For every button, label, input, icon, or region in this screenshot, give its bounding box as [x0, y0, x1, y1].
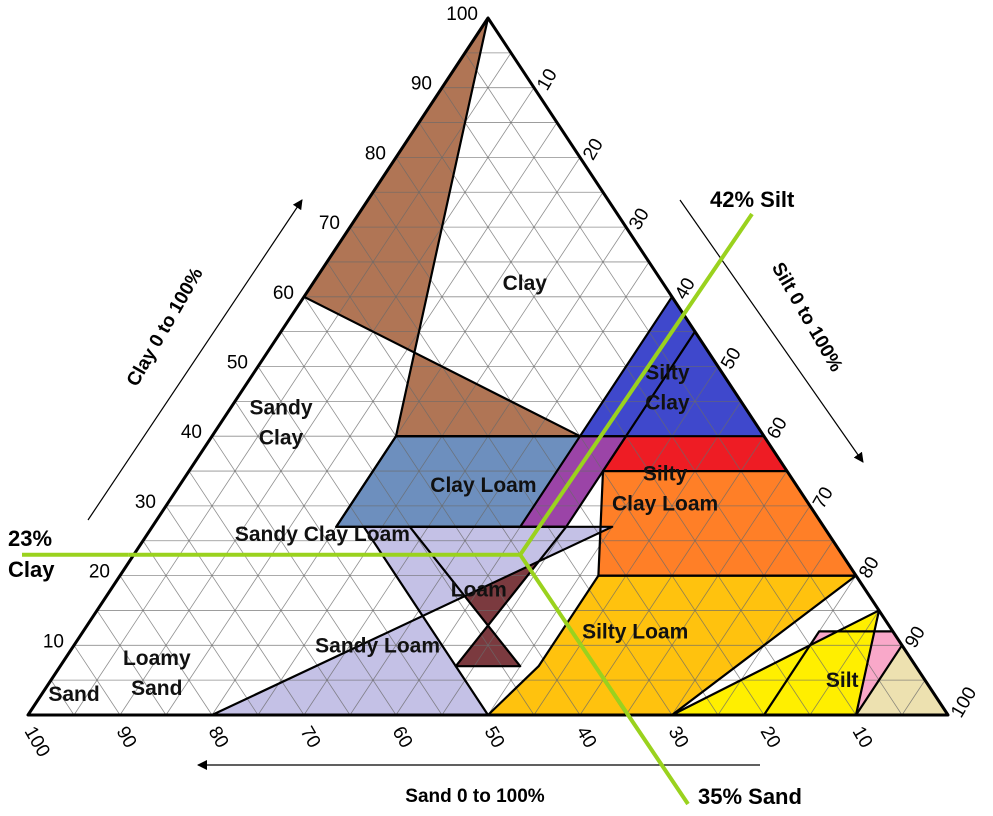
- grid-line-sand: [73, 645, 121, 716]
- region-label-silty-clay-loam: Silty: [643, 462, 688, 485]
- sand-tick-label: 100: [20, 723, 54, 761]
- grid-line-silt: [901, 679, 926, 716]
- example-markers: 23% Clay 42% Silt 35% Sand: [8, 187, 802, 809]
- sand-tick-label: 10: [848, 723, 877, 752]
- grid-line-silt: [257, 192, 604, 716]
- grid-line-silt: [349, 261, 650, 716]
- clay-tick-label: 60: [273, 283, 294, 304]
- grid-line-sand: [50, 679, 75, 716]
- grid-line-silt: [625, 470, 788, 716]
- sand-tick-label: 90: [112, 723, 141, 752]
- clay-tick-label: 100: [446, 4, 478, 25]
- clay-tick-label: 10: [43, 631, 64, 652]
- region-label-sandy-clay: Sandy: [249, 396, 312, 419]
- grid-line-sand: [165, 505, 305, 716]
- region-label-sandy-clay: Clay: [259, 426, 304, 449]
- grid-line-silt: [717, 540, 834, 716]
- sand-tick-label: 80: [204, 723, 233, 752]
- region-label-silty-clay: Silty: [645, 361, 690, 384]
- region-boundary-sandy-loam: [486, 574, 858, 717]
- grid-line-sand: [96, 610, 167, 716]
- grid-line-silt: [809, 610, 880, 716]
- triangle-border: [26, 16, 950, 717]
- silt-tick-label: 60: [763, 414, 792, 443]
- silt-marker-line: [518, 212, 754, 556]
- sand-marker-line: [518, 553, 690, 806]
- clay-tick-label: 50: [227, 353, 248, 374]
- silt-tick-label: 20: [579, 135, 608, 164]
- grid-line-sand: [142, 540, 259, 716]
- region-label-silty-clay: Clay: [645, 391, 690, 414]
- region-label-sandy-clay-loam: Sandy Clay Loam: [235, 523, 410, 546]
- region-boundary-silty-clay-loam: [335, 435, 582, 528]
- silt-tick-label: 10: [533, 65, 562, 94]
- region-label-clay-loam: Clay Loam: [430, 474, 536, 497]
- region-label-loam: Loam: [451, 579, 507, 602]
- silt-tick-label: 70: [809, 484, 838, 513]
- sand-tick-label: 70: [296, 723, 325, 752]
- sand-tick-label: 40: [572, 723, 601, 752]
- clay-marker-label: 23%: [8, 526, 52, 551]
- region-label-sand: Sand: [48, 683, 99, 706]
- grid-line-silt: [73, 52, 512, 716]
- region-label-loamy-sand: Sand: [131, 677, 182, 700]
- grid-line-sand: [211, 435, 397, 716]
- silt-tick-label: 50: [717, 344, 746, 373]
- grid-line-sand: [464, 52, 903, 716]
- sand-tick-label: 30: [664, 723, 693, 752]
- silt-marker-label: 42% Silt: [710, 187, 795, 212]
- sand-tick-label: 50: [480, 723, 509, 752]
- sand-marker-label: 35% Sand: [698, 784, 802, 809]
- grid-line-silt: [487, 366, 719, 716]
- clay-axis-arrow: [87, 199, 303, 521]
- region-label-silty-loam: Silty Loam: [582, 620, 688, 643]
- silt-axis-title: Silt 0 to 100%: [767, 259, 846, 376]
- silt-tick-label: 100: [947, 684, 981, 722]
- silt-axis-arrow: [679, 199, 864, 463]
- clay-tick-label: 70: [319, 213, 340, 234]
- silt-tick-label: 90: [901, 623, 930, 652]
- grid-line-sand: [280, 331, 535, 716]
- grid-line-sand: [234, 401, 443, 716]
- grid-line-silt: [533, 401, 742, 716]
- region-label-silty-clay-loam: Clay Loam: [612, 492, 718, 515]
- sand-tick-label: 20: [756, 723, 785, 752]
- grid-line-silt: [671, 505, 811, 716]
- clay-tick-label: 20: [89, 562, 110, 583]
- grid-line-sand: [188, 470, 351, 716]
- clay-tick-label: 40: [181, 422, 202, 443]
- region-label-clay: Clay: [503, 272, 548, 295]
- clay-tick-label: 80: [365, 143, 386, 164]
- triangle-outline: [26, 16, 950, 717]
- sand-axis-title: Sand 0 to 100%: [405, 786, 544, 807]
- region-label-sandy-loam: Sandy Loam: [315, 634, 440, 657]
- grid-line-sand: [119, 575, 213, 716]
- region-sandy-clay-loam: [598, 471, 856, 576]
- region-label-silt: Silt: [826, 669, 859, 692]
- clay-marker-label: Clay: [8, 557, 55, 582]
- silt-tick-label: 80: [855, 553, 884, 582]
- clay-tick-label: 90: [411, 74, 432, 95]
- region-label-loamy-sand: Loamy: [123, 647, 191, 670]
- clay-tick-label: 30: [135, 492, 156, 513]
- clay-axis-title: Clay 0 to 100%: [123, 264, 208, 390]
- silt-tick-label: 30: [625, 205, 654, 234]
- grid-line-silt: [165, 122, 558, 716]
- sand-tick-label: 60: [388, 723, 417, 752]
